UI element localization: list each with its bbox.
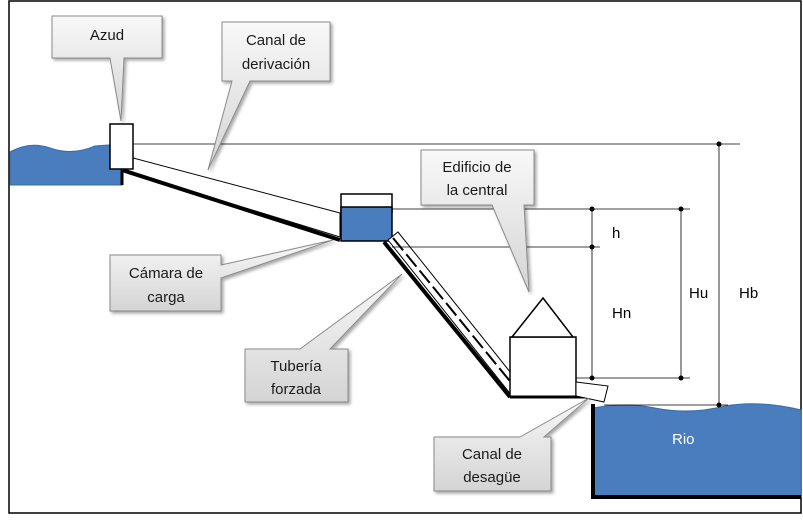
rio-label: Rio — [672, 431, 695, 448]
h-top-dot — [589, 206, 595, 212]
edificio-label-line1: Edificio de — [442, 159, 511, 176]
canal-desague-label-line2: desagüe — [463, 469, 521, 486]
hb-bottom-dot — [716, 402, 722, 408]
h-bottom-dot — [589, 244, 595, 250]
callout-camara — [109, 239, 334, 312]
hn-bottom-dot — [589, 375, 595, 381]
azud-structure — [109, 123, 134, 170]
derivation-canal-bed — [121, 168, 341, 242]
hb-label: Hb — [739, 285, 758, 302]
camara-label-line2: carga — [147, 289, 185, 306]
canal-desague-label-line1: Canal de — [462, 446, 522, 463]
tuberia-label-line1: Tubería — [270, 358, 322, 375]
forebay-water — [340, 206, 393, 242]
penstock-outer-wall — [382, 240, 512, 399]
hb-top-dot — [716, 141, 722, 147]
canal-derivacion-label-line1: Canal de — [246, 32, 306, 49]
callout-edificio — [420, 149, 535, 293]
canal-derivacion-label-line2: derivación — [242, 56, 310, 73]
river-water — [592, 403, 802, 498]
camara-label-line1: Cámara de — [129, 265, 203, 282]
powerhouse-body — [509, 336, 577, 398]
callout-canal-derivacion — [207, 21, 331, 171]
upstream-water — [9, 143, 123, 186]
callout-tuberia — [244, 273, 403, 403]
powerhouse-roof — [510, 296, 575, 338]
edificio-label-line2: la central — [447, 182, 508, 199]
azud-label: Azud — [90, 27, 124, 44]
hn-label: Hn — [612, 305, 631, 322]
h-label: h — [612, 225, 620, 242]
callout-azud — [51, 15, 163, 122]
tailrace-canal — [575, 381, 609, 403]
penstock-inner-wall — [392, 237, 519, 392]
hu-label: Hu — [689, 285, 708, 302]
callout-canal-desague — [433, 397, 590, 492]
hu-bottom-dot — [678, 375, 684, 381]
hu-top-dot — [678, 206, 684, 212]
tuberia-label-line2: forzada — [271, 381, 322, 398]
